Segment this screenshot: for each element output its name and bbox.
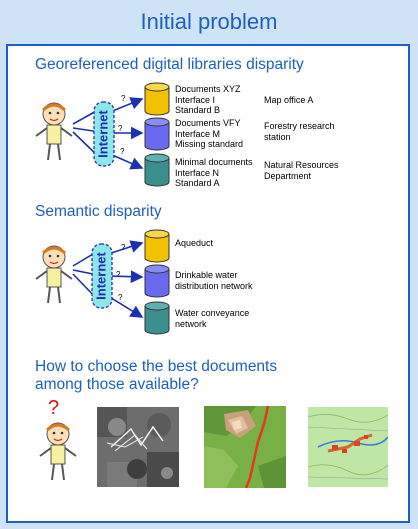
aerial-photo-thumbnail <box>97 407 179 487</box>
library-1-organization: Map office A <box>264 95 314 105</box>
database-yellow-icon <box>144 82 170 116</box>
internet-cloud-icon: Internet <box>93 101 115 167</box>
internet-cloud-icon: Internet <box>91 243 113 309</box>
section1-heading: Georeferenced digital libraries disparit… <box>35 56 304 73</box>
question-mark-2c: ? <box>118 293 123 302</box>
question-mark-1a: ? <box>121 94 126 103</box>
question-mark-2a: ? <box>121 243 126 252</box>
database-yellow-icon <box>144 229 170 263</box>
database-teal-icon <box>144 301 170 335</box>
question-mark-2b: ? <box>116 270 121 279</box>
section3-heading-line1: How to choose the best documents <box>35 358 278 375</box>
person-icon <box>39 422 77 481</box>
arrow-to-concept-3 <box>107 295 144 318</box>
person-icon <box>35 245 73 304</box>
big-question-mark: ? <box>48 397 60 419</box>
slide-title: Initial problem <box>140 9 278 34</box>
concept-1-label: Aqueduct <box>175 238 214 248</box>
database-blue-icon <box>144 264 170 298</box>
library-3-description: Minimal documents Interface N Standard A <box>175 157 253 188</box>
section2-heading: Semantic disparity <box>35 203 162 220</box>
library-1-description: Documents XYZ Interface I Standard B <box>175 84 241 115</box>
internet-label: Internet <box>93 251 108 299</box>
library-2-description: Documents VFY Interface M Missing standa… <box>175 118 244 149</box>
internet-label: Internet <box>95 109 110 157</box>
person-icon <box>35 102 73 161</box>
library-2-organization: Forestry research station <box>264 121 335 142</box>
title-band <box>0 0 418 44</box>
arrow-to-concept-1 <box>107 240 144 255</box>
arrow-to-library-1 <box>109 97 144 113</box>
arrow-to-concept-2 <box>107 270 144 284</box>
concept-3-label: Water conveyance network <box>175 308 250 329</box>
concept-2-label: Drinkable water distribution network <box>175 270 253 291</box>
topographic-map-thumbnail <box>308 407 388 487</box>
section3-heading-line2: among those available? <box>35 376 199 393</box>
relief-map-thumbnail <box>204 406 286 488</box>
question-mark-1c: ? <box>120 147 125 156</box>
question-mark-1b: ? <box>118 124 123 133</box>
database-blue-icon <box>144 117 170 151</box>
database-teal-icon <box>144 153 170 187</box>
arrow-to-library-3 <box>109 153 144 170</box>
library-3-organization: Natural Resources Department <box>264 160 339 181</box>
